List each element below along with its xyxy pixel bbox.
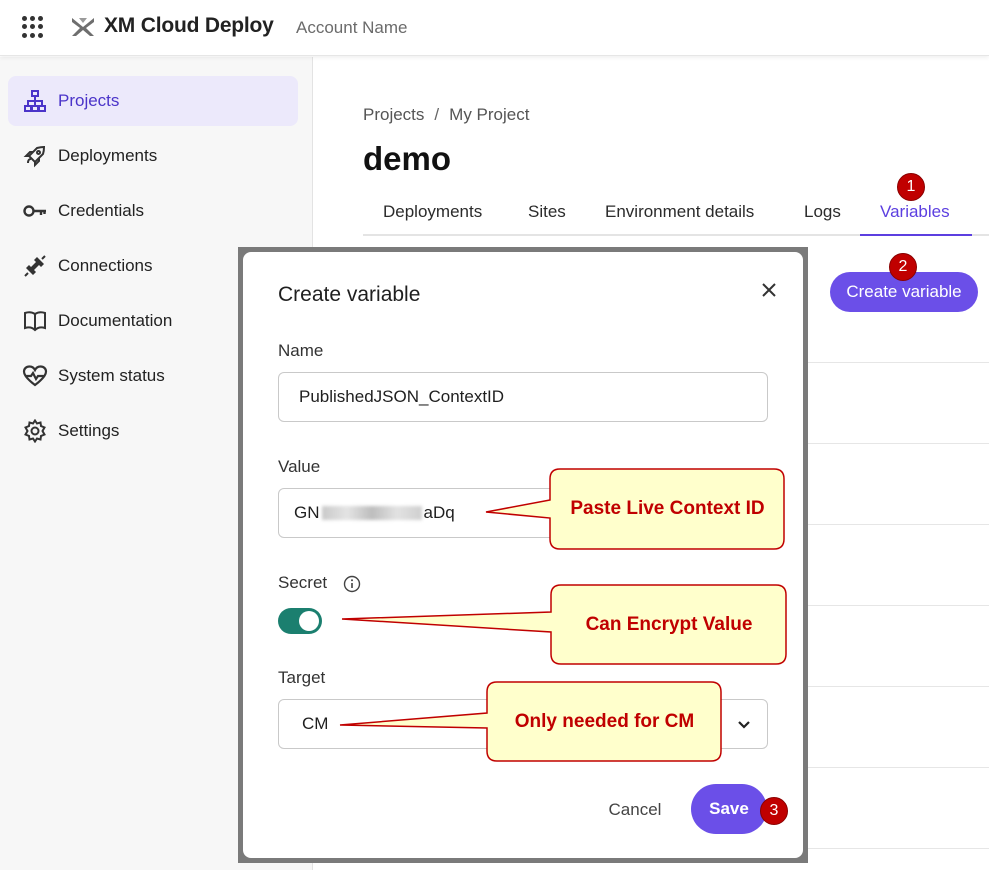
step-badge-2: 2: [889, 253, 917, 281]
sitemap-icon: [22, 88, 48, 114]
name-label: Name: [278, 341, 324, 360]
table-row-divider: [803, 605, 989, 606]
target-label: Target: [278, 668, 326, 687]
step-badge-3: 3: [760, 797, 788, 825]
dialog-title: Create variable: [278, 283, 421, 306]
sidebar-item-label: Deployments: [58, 146, 158, 165]
top-bar: XM Cloud Deploy Account Name: [0, 0, 989, 56]
table-row-divider: [803, 524, 989, 525]
breadcrumb: Projects / My Project: [363, 105, 529, 125]
rocket-icon: [22, 143, 48, 169]
sidebar-item-connections[interactable]: Connections: [8, 241, 298, 291]
value-input[interactable]: GN aDq: [278, 488, 558, 538]
callout-text-cm: Only needed for CM: [514, 710, 695, 732]
tab-logs[interactable]: Logs: [804, 202, 841, 221]
sidebar-item-credentials[interactable]: Credentials: [8, 186, 298, 236]
heart-pulse-icon: [22, 363, 48, 389]
toggle-knob: [299, 611, 319, 631]
secret-label: Secret: [278, 573, 328, 592]
create-variable-dialog: Create variable Name PublishedJSON_Conte…: [243, 252, 803, 858]
sidebar-item-label: Connections: [58, 256, 153, 275]
value-input-suffix: aDq: [423, 503, 455, 522]
sidebar-item-label: Settings: [58, 421, 120, 440]
info-icon[interactable]: [343, 575, 361, 593]
xm-cloud-logo-icon: [72, 18, 94, 36]
sidebar-item-label: System status: [58, 366, 165, 385]
secret-toggle[interactable]: [278, 608, 322, 634]
breadcrumb-projects[interactable]: Projects: [363, 105, 425, 124]
breadcrumb-my-project[interactable]: My Project: [449, 105, 530, 124]
book-icon: [22, 308, 48, 334]
sidebar-item-label: Projects: [58, 91, 120, 110]
tab-active-indicator: [860, 234, 972, 236]
tab-sites[interactable]: Sites: [528, 202, 566, 221]
page-title: demo: [363, 140, 452, 177]
key-icon: [22, 198, 48, 224]
value-blurred-segment: [321, 506, 422, 520]
apps-grid-icon[interactable]: [22, 16, 44, 38]
close-icon[interactable]: [757, 278, 781, 302]
sidebar-item-deployments[interactable]: Deployments: [8, 131, 298, 181]
target-select-value: CM: [302, 714, 329, 733]
sidebar-item-documentation[interactable]: Documentation: [8, 296, 298, 346]
gear-icon: [22, 418, 48, 444]
tab-deployments[interactable]: Deployments: [383, 202, 483, 221]
callout-text-context-id: Paste Live Context ID: [570, 498, 765, 519]
table-row-divider: [803, 362, 989, 363]
tab-environment-details[interactable]: Environment details: [605, 202, 755, 221]
name-input[interactable]: PublishedJSON_ContextID: [278, 372, 768, 422]
table-row-divider: [803, 443, 989, 444]
cancel-button[interactable]: Cancel: [608, 800, 662, 819]
app-title[interactable]: XM Cloud Deploy: [104, 14, 274, 37]
breadcrumb-separator: /: [434, 105, 440, 124]
table-row-divider: [803, 848, 989, 849]
chevron-down-icon[interactable]: [736, 716, 752, 732]
name-input-value: PublishedJSON_ContextID: [299, 387, 505, 406]
callout-text-encrypt: Can Encrypt Value: [585, 613, 753, 635]
value-input-prefix: GN: [294, 503, 320, 522]
table-row-divider: [803, 767, 989, 768]
account-name[interactable]: Account Name: [296, 18, 408, 37]
save-button[interactable]: Save: [691, 784, 767, 834]
sidebar-item-label: Credentials: [58, 201, 144, 220]
tab-bar: Deployments Sites Environment details Lo…: [363, 188, 989, 236]
plug-icon: [22, 253, 48, 279]
sidebar-item-projects[interactable]: Projects: [8, 76, 298, 126]
sidebar-item-settings[interactable]: Settings: [8, 406, 298, 456]
table-row-divider: [803, 686, 989, 687]
sidebar-item-system-status[interactable]: System status: [8, 351, 298, 401]
step-badge-1: 1: [897, 173, 925, 201]
sidebar-item-label: Documentation: [58, 311, 173, 330]
value-label: Value: [278, 457, 321, 476]
tab-variables[interactable]: Variables: [880, 202, 950, 221]
